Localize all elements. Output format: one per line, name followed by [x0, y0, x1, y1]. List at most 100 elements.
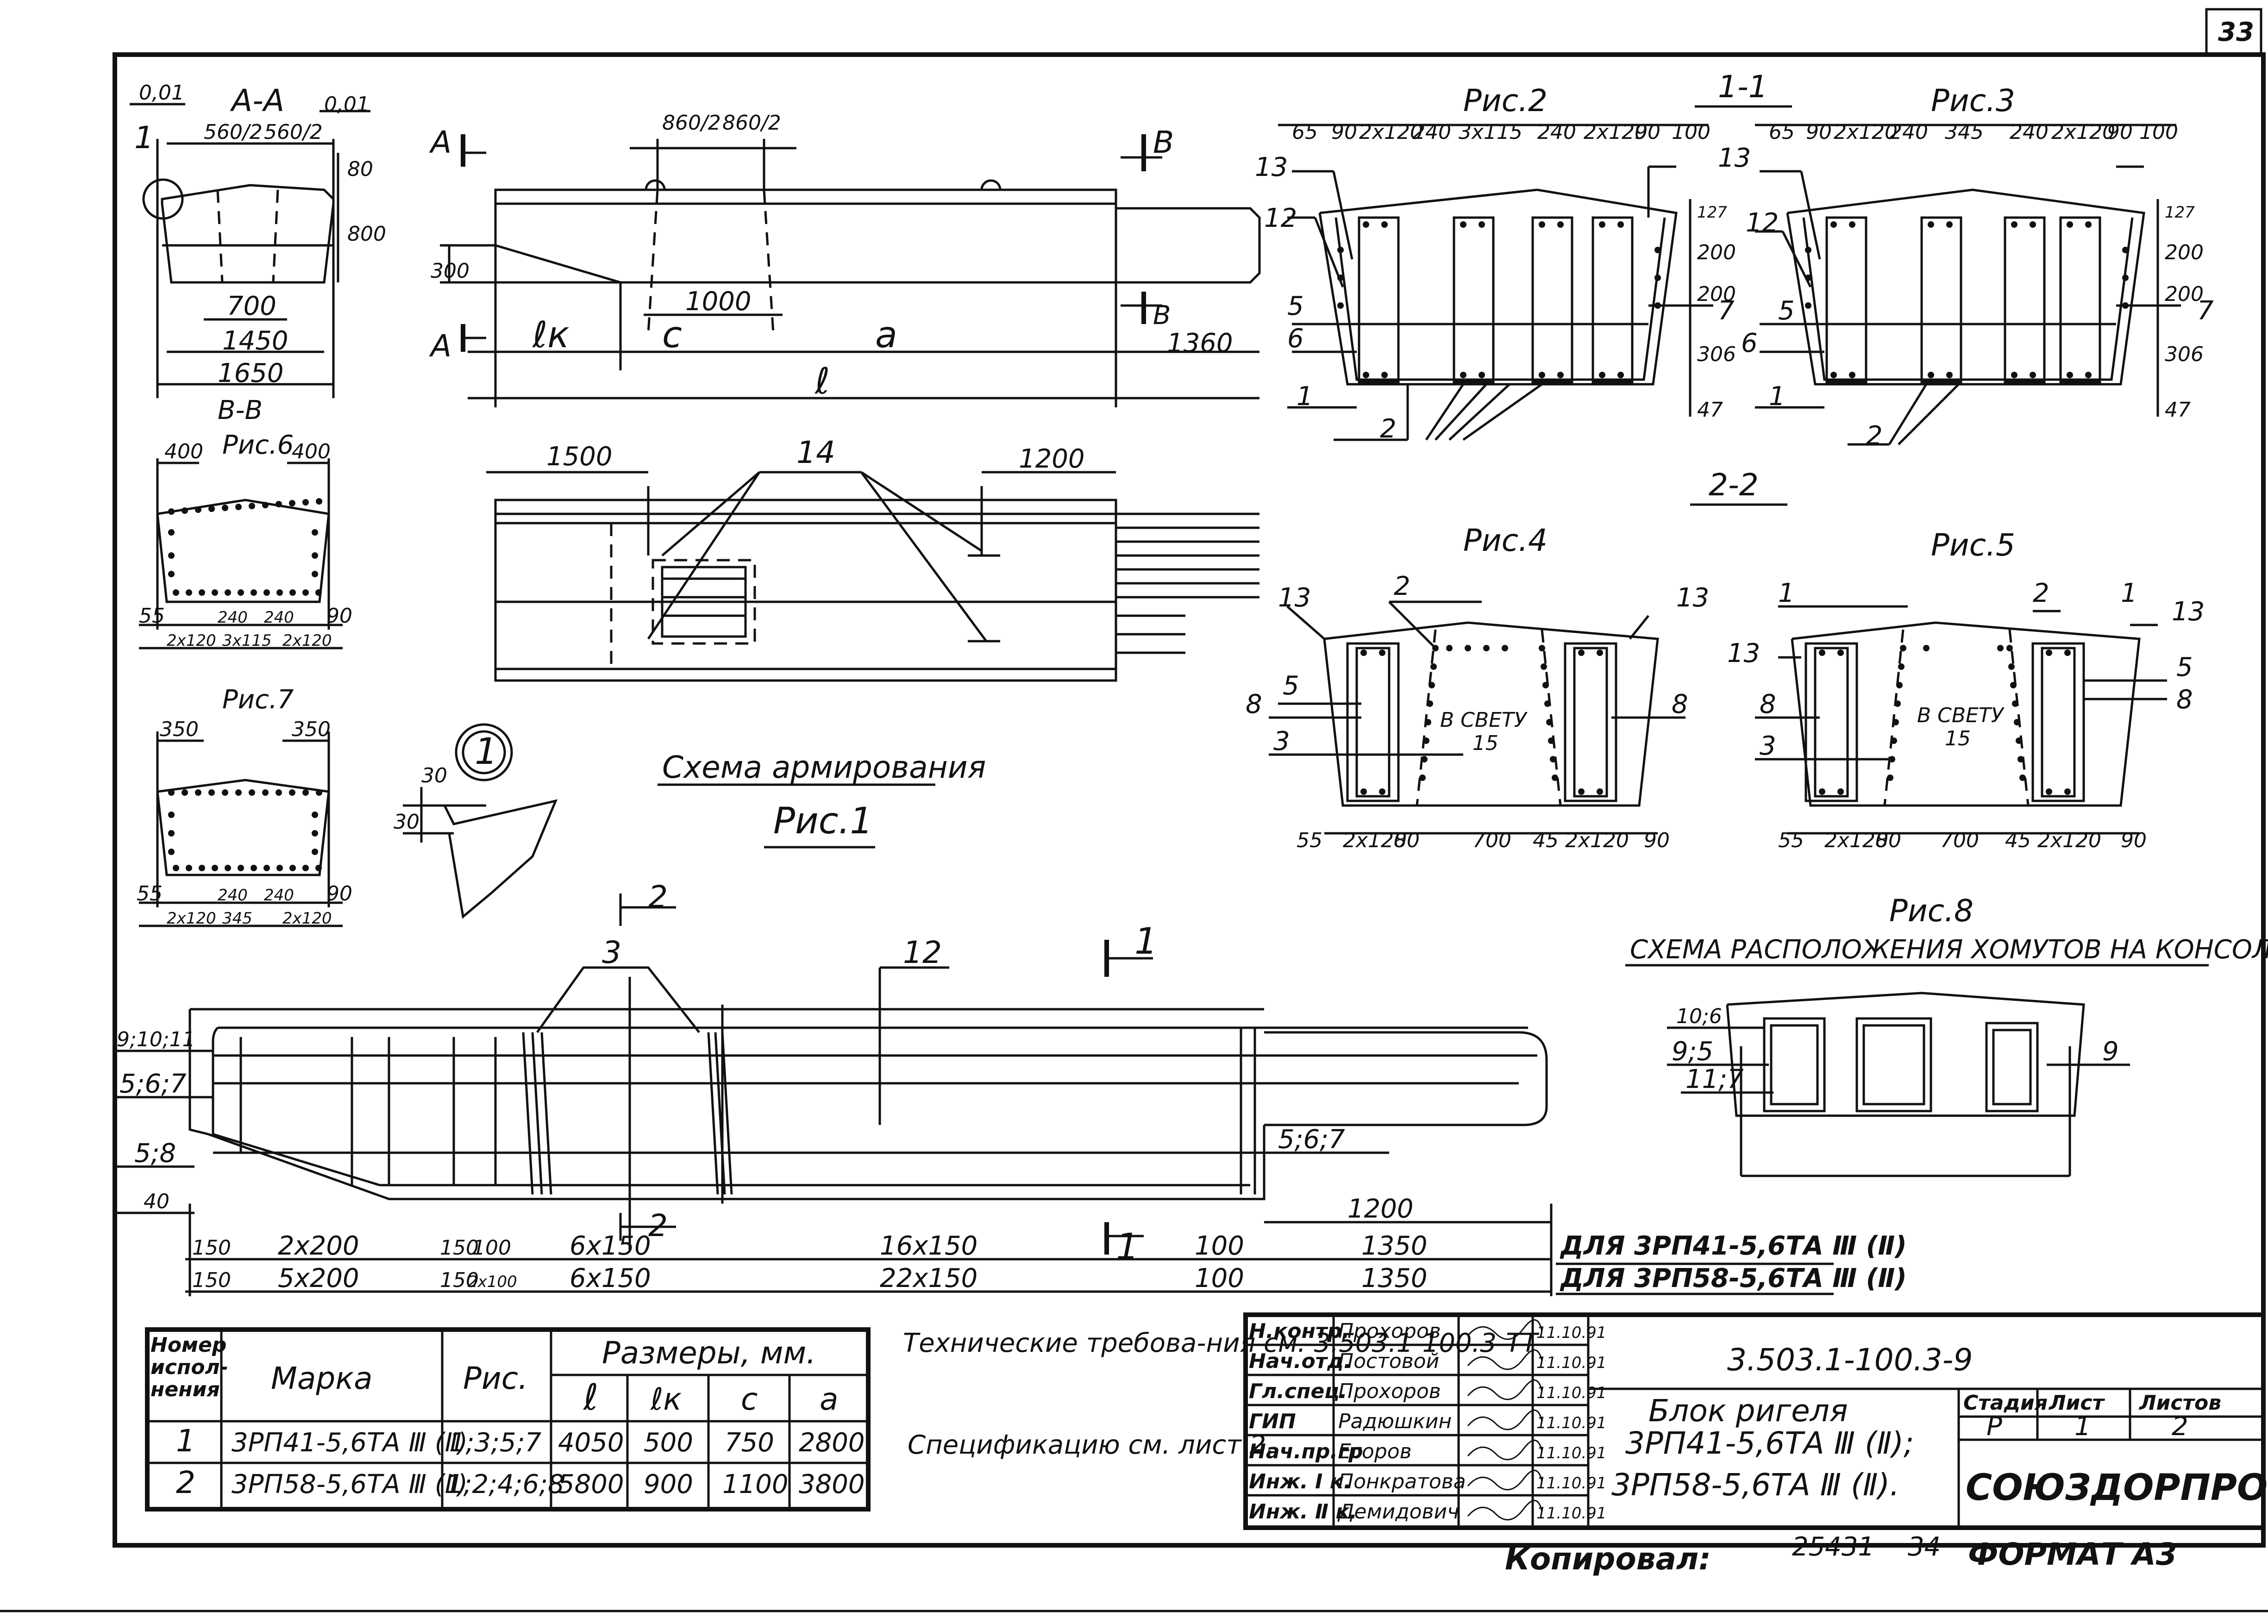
tb-role: Инж. Ⅱ к. — [1249, 1500, 1357, 1524]
fig3-d1: 65 — [1769, 120, 1795, 144]
aa-dim-1: 0,01 — [139, 81, 184, 105]
rebar-dot — [2122, 275, 2129, 281]
rebar-dot — [1849, 221, 1855, 228]
tb-stage-h: Стадия — [1963, 1391, 2048, 1415]
fig2-label: Рис.2 — [1463, 83, 1548, 119]
fig7-dim-9: 2х120 — [282, 909, 332, 928]
node1-detail — [403, 723, 558, 919]
fig4-d3: 80 — [1394, 829, 1420, 852]
signature-mark — [1467, 1469, 1543, 1491]
fig7-label: Рис.7 — [222, 685, 294, 715]
fig5-d5: 45 — [2005, 829, 2031, 852]
fig2-d6: 240 — [1537, 120, 1576, 144]
rebar-dot — [1599, 372, 1605, 378]
section-aa — [130, 103, 370, 398]
fig3-d4: 240 — [1889, 120, 1928, 144]
fig3-rebar-dots — [1805, 221, 2129, 378]
fig5-c13b: 13 — [2172, 597, 2205, 627]
th-c: с — [741, 1381, 758, 1417]
row2-c: 1100 — [722, 1469, 789, 1499]
tech-note: Технические требова-ния см. 3.503.1-100.… — [903, 1328, 1539, 1358]
fig4-label: Рис.4 — [1463, 523, 1548, 558]
rebar-dot — [1479, 372, 1485, 378]
fig2-c13: 13 — [1255, 152, 1288, 182]
rebar-dot — [1360, 788, 1367, 795]
rebar-dot — [1891, 737, 1897, 744]
rebar-dot — [1898, 663, 1905, 670]
main-r2-3: 150 — [440, 1268, 479, 1292]
fig2-d11: 200 — [1697, 241, 1736, 264]
fig5-c8b: 8 — [2176, 685, 2193, 715]
rebar-dot — [182, 789, 188, 796]
rebar-dot — [238, 865, 244, 871]
rebar-dot — [173, 865, 179, 871]
main-r2-1: 150 — [192, 1268, 231, 1292]
main-r2-6: 22х150 — [880, 1263, 977, 1293]
rebar-dot — [2011, 372, 2017, 378]
rebar-dot — [1381, 372, 1388, 378]
fig3-d5: 345 — [1945, 120, 1984, 144]
rebar-dot — [2122, 247, 2129, 253]
fig5-c3: 3 — [1760, 731, 1776, 761]
rebar-dot — [1805, 302, 1811, 309]
rebar-dot — [195, 506, 201, 513]
stirrup-line — [714, 1032, 726, 1195]
stirrup-line — [540, 1032, 552, 1195]
fig3-d7: 2х120 — [2051, 120, 2115, 144]
rebar-dot — [315, 589, 322, 596]
rebar-dot — [251, 589, 257, 596]
rebar-dot — [276, 589, 283, 596]
fig5-c13a: 13 — [1727, 638, 1760, 668]
main-c40: 40 — [144, 1190, 169, 1213]
fig5-d7: 90 — [2121, 829, 2147, 852]
fig4-c2: 2 — [1394, 571, 1410, 601]
main-c58: 5;8 — [134, 1138, 176, 1168]
rebar-dot — [1460, 372, 1466, 378]
fig2-d7: 2х120 — [1584, 120, 1648, 144]
fig6-dim-9: 2х120 — [282, 631, 332, 650]
fig2-drawing — [1278, 124, 1713, 441]
elev-dim-860b: 860/2 — [722, 111, 781, 135]
row2-lk: 900 — [644, 1469, 693, 1499]
fig1-label: Рис.1 — [773, 800, 873, 842]
row2-num: 2 — [176, 1465, 195, 1500]
fig4-d4: 700 — [1472, 829, 1511, 852]
rebar-dot — [316, 789, 322, 796]
main-c91011: 9;10;11 — [117, 1028, 195, 1051]
tb-date: 11.10.91 — [1536, 1384, 1606, 1402]
fig6-dim-6: 90 — [326, 604, 352, 628]
fig5-note-val: 15 — [1945, 727, 1971, 750]
section-11-label: 1-1 — [1718, 69, 1768, 105]
rebar-dot — [168, 571, 175, 577]
tb-code: 3.503.1-100.3-9 — [1727, 1342, 1973, 1378]
fig5-d3: 80 — [1875, 829, 1901, 852]
fig2-d13: 306 — [1697, 343, 1736, 366]
main-r2-7: 100 — [1195, 1263, 1244, 1293]
rebar-dot — [2011, 221, 2017, 228]
main-c2a: 2 — [648, 879, 668, 915]
rebar-dot — [1837, 650, 1844, 656]
rebar-dot — [235, 789, 242, 796]
main-r1-2: 2х200 — [278, 1231, 359, 1261]
main-r1-3: 150 — [440, 1236, 479, 1260]
tb-org: СОЮЗДОРПРОЕКТ — [1966, 1467, 2268, 1509]
elev-dim-lk: ℓк — [532, 314, 569, 356]
fig7-dim-2: 350 — [292, 718, 331, 741]
fig8-c4: 9 — [2102, 1037, 2119, 1067]
rebar-dot — [276, 501, 282, 507]
rebar-dot — [199, 589, 205, 596]
fig2-rebar-dots — [1337, 221, 1661, 378]
fig3-c6: 6 — [1741, 328, 1758, 358]
rebar-dot — [312, 571, 318, 577]
rebar-dot — [1819, 788, 1825, 795]
rebar-dot — [2006, 645, 2013, 651]
fig8-c2: 9;5 — [1672, 1037, 1713, 1067]
fig6-rebar-dots — [168, 498, 322, 596]
main-r1-5: 6х150 — [570, 1231, 651, 1261]
rebar-dot — [2067, 372, 2073, 378]
rebar-dot — [1894, 700, 1901, 707]
rebar-dot — [2085, 372, 2092, 378]
tb-stage: Р — [1986, 1412, 2002, 1442]
rebar-dot — [1502, 645, 1508, 651]
